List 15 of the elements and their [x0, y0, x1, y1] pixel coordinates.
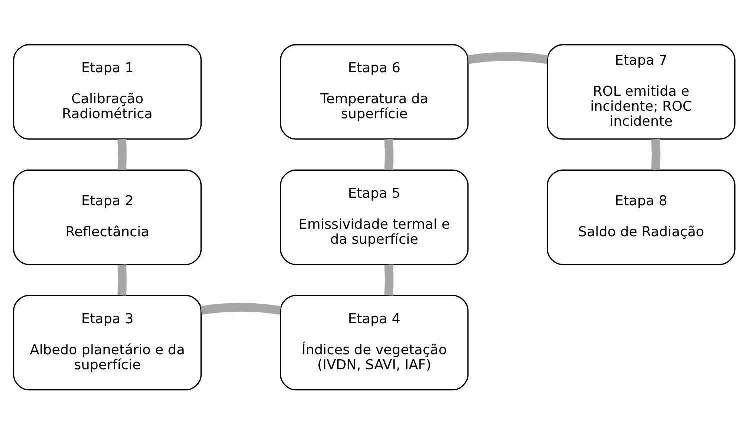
connector	[384, 138, 394, 170]
node-box: Etapa 6 Temperatura da superfície	[280, 44, 469, 140]
node-box: Etapa 7 ROL emitida e incidente; ROC incidente	[547, 44, 736, 140]
node-box: Etapa 8 Saldo de Radiação	[547, 169, 736, 265]
node-box: Etapa 3 Albedo planetário e da superfície	[13, 294, 202, 390]
connector	[118, 264, 127, 296]
connector	[652, 138, 661, 170]
connector	[200, 302, 282, 314]
connector	[468, 52, 548, 64]
node-box: Etapa 1 Calibração Radiométrica	[13, 44, 202, 140]
node-box: Etapa 4 Índices de vegetação (IVDN, SAVI, IAF)	[280, 294, 469, 390]
node-box: Etapa 5 Emissividade termal e da superfície	[280, 169, 469, 265]
node-box: Etapa 2 Reflectância	[13, 169, 202, 265]
connector	[118, 138, 127, 170]
connector	[384, 264, 394, 296]
